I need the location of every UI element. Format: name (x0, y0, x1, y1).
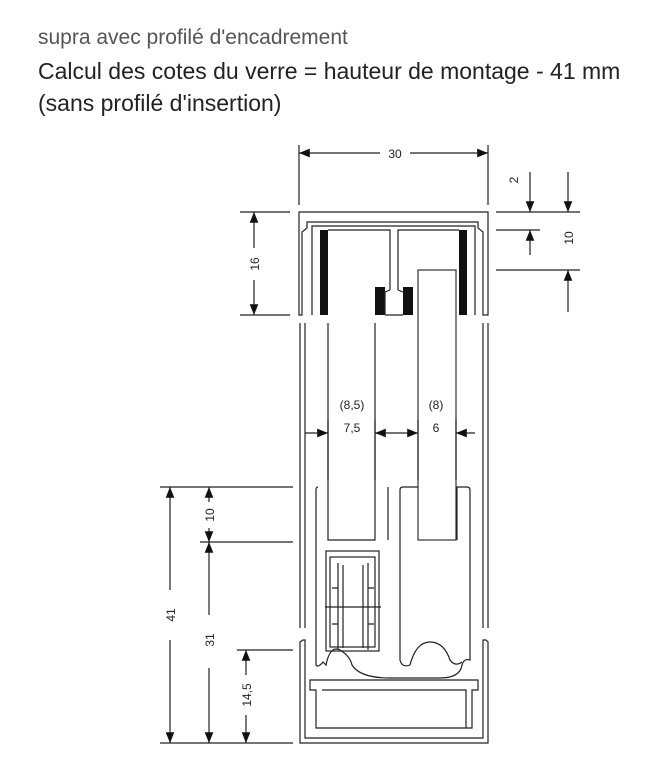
svg-text:41: 41 (164, 608, 178, 622)
svg-text:7,5: 7,5 (344, 421, 361, 435)
svg-text:16: 16 (248, 257, 262, 271)
glass-pane (417, 269, 457, 541)
svg-text:(8,5): (8,5) (340, 398, 365, 412)
top-frame-profile (298, 211, 489, 316)
dimension-channels: (8,5) 7,5 (8) 6 (305, 398, 475, 480)
diagram-title: Calcul des cotes du verre = hauteur de m… (38, 58, 621, 84)
svg-text:2: 2 (507, 176, 521, 183)
side-walls (299, 323, 489, 628)
svg-text:14,5: 14,5 (240, 683, 254, 707)
dimension-width: 30 (298, 145, 489, 205)
bottom-track-profile (299, 486, 489, 744)
svg-text:10: 10 (203, 508, 217, 522)
dimension-top-gap: 2 10 (496, 172, 580, 312)
svg-text:(8): (8) (429, 398, 444, 412)
svg-text:10: 10 (562, 231, 576, 245)
svg-text:30: 30 (388, 147, 402, 161)
diagram-note: (sans profilé d'insertion) (38, 90, 282, 116)
diagram-subtitle: supra avec profilé d'encadrement (38, 26, 348, 49)
dimension-cap-height: 16 (240, 211, 290, 316)
svg-text:6: 6 (433, 421, 440, 435)
svg-text:31: 31 (203, 633, 217, 647)
dimension-bottom: 41 10 31 14,5 (160, 486, 293, 744)
